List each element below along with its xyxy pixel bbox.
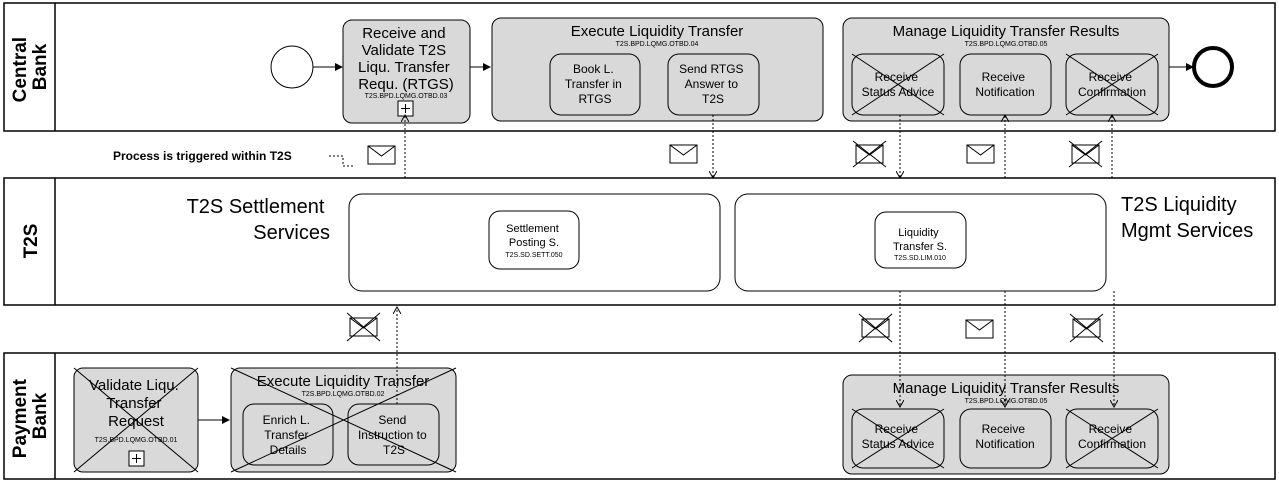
cross-out-icon	[1065, 408, 1159, 469]
execute-transfer-payment: Execute Liquidity Transfer T2S.BPD.LQMG.…	[230, 367, 457, 473]
manage-results-central-code: T2S.BPD.LQMG.OTBD.05	[965, 41, 1048, 48]
end-event	[1192, 46, 1234, 88]
liquidity-transfer-service: Liquidity Transfer S. T2S.SD.LIM.010	[874, 211, 967, 269]
cross-out-icon	[851, 408, 945, 469]
t2s-settlement-services-label: T2S Settlement Services	[187, 196, 330, 244]
cross-out-icon	[73, 367, 199, 473]
annotation-trigger: Process is triggered within T2S	[113, 149, 292, 163]
svg-text:T2S.SD.SETT.050: T2S.SD.SETT.050	[505, 252, 562, 259]
receive-validate-subprocess: Receive and Validate T2S Liqu. Transfer …	[342, 19, 471, 124]
svg-text:Settlement Posting S.: Settlement Posting S.	[506, 223, 562, 249]
execute-transfer-central: Execute Liquidity Transfer T2S.BPD.LQMG.…	[491, 17, 824, 122]
receive-validate-title: Receive and Validate T2S Liqu. Transfer …	[358, 25, 454, 93]
manage-results-payment-title: Manage Liquidity Transfer Results	[893, 380, 1120, 397]
t2s-liquidity-services-label: T2S Liquidity Mgmt Services	[1121, 194, 1253, 242]
cancelled-message-envelope-icon	[1068, 140, 1103, 168]
cancelled-message-envelope-icon	[1069, 313, 1104, 343]
validate-request-title: Validate Liqu. Transfer Request	[89, 377, 183, 430]
lane-label-central-bank: Central Bank	[10, 32, 51, 103]
subprocess-marker-icon	[128, 450, 145, 467]
manage-results-payment-code: T2S.BPD.LQMG.OTBD.05	[965, 398, 1048, 405]
task-receive-notification-central: Receive Notification	[975, 70, 1034, 99]
manage-results-central-title: Manage Liquidity Transfer Results	[893, 23, 1120, 40]
receive-validate-code: T2S.BPD.LQMG.OTBD.03	[365, 93, 448, 100]
settlement-posting-service: Settlement Posting S. T2S.SD.SETT.050	[488, 210, 580, 270]
cross-out-icon	[1065, 53, 1159, 116]
message-flows	[397, 115, 1114, 407]
svg-text:Liquidity Transfer S.: Liquidity Transfer S.	[893, 227, 947, 253]
manage-results-central: Manage Liquidity Transfer Results T2S.BP…	[842, 17, 1170, 122]
subprocess-marker-icon	[397, 100, 414, 117]
execute-transfer-central-title: Execute Liquidity Transfer	[571, 23, 744, 40]
task-receive-notification-payment: Receive Notification	[975, 422, 1034, 451]
task-receive-status-advice-central: Receive Status Advice	[862, 70, 935, 99]
validate-request-subprocess: Validate Liqu. Transfer Request T2S.BPD.…	[73, 367, 199, 473]
lane-label-t2s: T2S	[21, 224, 42, 259]
annotation-connector	[329, 155, 353, 167]
execute-transfer-payment-code: T2S.BPD.LQMG.OTBD.02	[302, 391, 385, 398]
cancelled-message-envelope-icon	[346, 312, 381, 342]
message-envelope-icon	[669, 144, 698, 164]
start-event	[270, 45, 314, 89]
cross-out-icon	[230, 367, 457, 473]
lane-label-payment-bank: Payment Bank	[10, 374, 51, 458]
execute-transfer-payment-title: Execute Liquidity Transfer	[257, 373, 430, 390]
message-envelope-icon	[965, 319, 994, 339]
task-send-rtgs-answer: Send RTGS Answer to T2S	[679, 62, 747, 106]
message-envelope-icon	[966, 144, 995, 164]
validate-request-code: T2S.BPD.LQMG.OTBD.01	[95, 437, 178, 444]
task-enrich-transfer: Enrich L. Transfer Details	[263, 413, 314, 457]
task-send-instruction: Send Instruction to T2S	[358, 413, 430, 457]
execute-transfer-central-code: T2S.BPD.LQMG.OTBD.04	[616, 41, 699, 48]
message-envelope-icon	[367, 145, 396, 165]
manage-results-payment: Manage Liquidity Transfer Results T2S.BP…	[842, 374, 1170, 475]
svg-text:T2S.SD.LIM.010: T2S.SD.LIM.010	[894, 255, 946, 262]
cross-out-icon	[851, 53, 945, 116]
task-book-transfer: Book L. Transfer in RTGS	[565, 62, 625, 106]
cancelled-message-envelope-icon	[852, 140, 887, 168]
cancelled-message-envelope-icon	[858, 313, 893, 343]
